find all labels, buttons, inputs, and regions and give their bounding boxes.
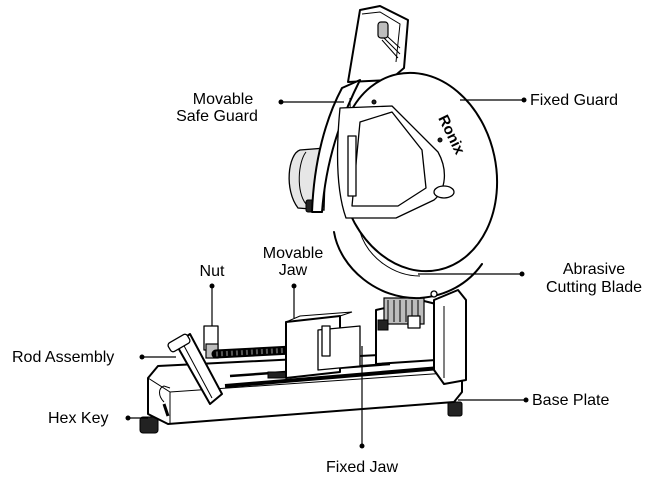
handle [347, 5, 409, 83]
labels: Movable Safe Guard Fixed Guard Movable J… [12, 91, 642, 476]
hex-key [159, 385, 171, 417]
label-movable-jaw-1: Movable [263, 245, 324, 262]
label-movable-jaw-2: Jaw [279, 262, 308, 279]
rear-support [433, 289, 467, 385]
movable-safe-guard [311, 79, 455, 219]
label-movable-safe-guard-2: Safe Guard [176, 108, 258, 125]
leader-lines [125, 97, 529, 449]
label-rod-assembly: Rod Assembly [12, 349, 114, 366]
label-movable-safe-guard-1: Movable [193, 91, 254, 108]
fixed-jaw [375, 297, 437, 365]
label-hex-key: Hex Key [48, 410, 108, 427]
label-abrasive-cutting-blade-1: Abrasive [563, 261, 625, 278]
label-fixed-guard: Fixed Guard [530, 92, 618, 109]
label-nut: Nut [200, 263, 225, 280]
nut-part [203, 325, 219, 359]
label-fixed-jaw: Fixed Jaw [326, 459, 398, 476]
movable-jaw [285, 311, 361, 379]
label-base-plate: Base Plate [532, 392, 609, 409]
label-abrasive-cutting-blade-2: Cutting Blade [546, 279, 642, 296]
rod-assembly [167, 333, 223, 405]
